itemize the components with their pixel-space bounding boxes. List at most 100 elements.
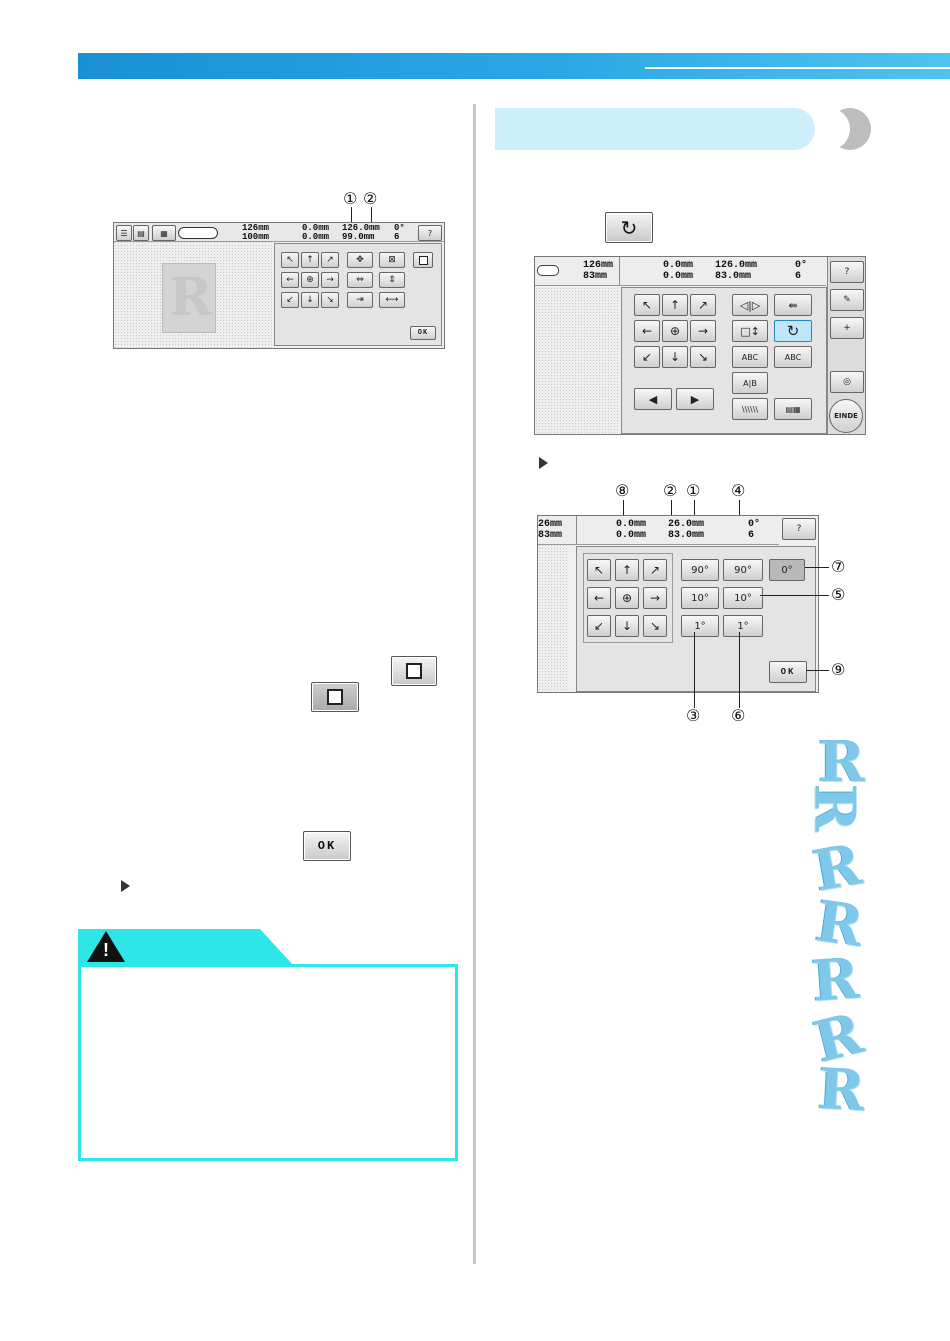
arrow-down-left-icon[interactable]: ↙ xyxy=(281,292,299,308)
reset-angle-button[interactable]: 0° xyxy=(769,559,805,581)
callout-line xyxy=(805,567,829,568)
preview-letter: R xyxy=(169,267,213,328)
dim-height: 126.0mm xyxy=(342,223,380,233)
add-icon[interactable]: + xyxy=(830,317,864,339)
ok-button-small[interactable]: OK xyxy=(410,326,436,340)
reduce-icon[interactable]: ⊠ xyxy=(379,252,405,268)
density-button[interactable] xyxy=(391,656,437,686)
arrow-up-right-icon[interactable]: ↗ xyxy=(321,252,339,268)
resize-icon[interactable]: □↕ xyxy=(732,320,768,342)
arrow-down-right-icon[interactable]: ↘ xyxy=(643,615,667,637)
arrow-right-icon[interactable]: → xyxy=(690,320,716,342)
arrow-group xyxy=(583,553,673,643)
rotate-right-10-button[interactable]: 10° xyxy=(723,587,763,609)
frame-icon[interactable]: ▦ xyxy=(152,225,176,241)
ok-button[interactable]: OK xyxy=(769,661,807,683)
array-text-icon[interactable]: ABC xyxy=(732,346,768,368)
size-height: 126mm xyxy=(242,223,270,233)
caution-box xyxy=(78,964,458,1161)
arrow-down-icon[interactable]: ↓ xyxy=(301,292,319,308)
density-button[interactable] xyxy=(413,252,433,268)
preview-icon[interactable]: ◎ xyxy=(830,371,864,393)
arrow-down-right-icon[interactable]: ↘ xyxy=(321,292,339,308)
help-icon[interactable]: ? xyxy=(418,225,442,241)
density-icon[interactable]: \\\\\\ xyxy=(732,398,768,420)
info-bar xyxy=(576,516,779,545)
arrow-right-icon[interactable]: → xyxy=(643,587,667,609)
help-icon[interactable]: ? xyxy=(782,518,816,540)
arrow-up-icon[interactable]: ↑ xyxy=(301,252,319,268)
arrow-right-icon[interactable]: → xyxy=(321,272,339,288)
move-left-icon[interactable]: ◀ xyxy=(634,388,672,410)
shrink-width-icon[interactable]: ⇥ xyxy=(347,292,373,308)
preview-image: R xyxy=(162,263,216,333)
shrink-height-icon[interactable]: ⟷ xyxy=(379,292,405,308)
callout-line xyxy=(739,632,740,708)
rotate-button[interactable]: ↻ xyxy=(605,212,653,243)
callout-3: ③ xyxy=(686,706,701,725)
section-heading-tab xyxy=(495,108,815,150)
rotate-icon[interactable]: ↻ xyxy=(774,320,812,342)
rotate-right-1-button[interactable]: 1° xyxy=(723,615,763,637)
design-icon[interactable]: ▤ xyxy=(133,225,149,241)
size-icon[interactable]: ⇚ xyxy=(774,294,812,316)
arrow-down-left-icon[interactable]: ↙ xyxy=(587,615,611,637)
rotate-left-90-button[interactable]: 90° xyxy=(681,559,719,581)
callout-2: ② xyxy=(363,189,378,208)
dim-height: 126.0mm xyxy=(715,260,758,271)
arrow-up-left-icon[interactable]: ↖ xyxy=(281,252,299,268)
help-icon[interactable]: ? xyxy=(830,261,864,283)
size-bar xyxy=(538,516,576,545)
arrow-up-icon[interactable]: ↑ xyxy=(662,294,688,316)
edit-panel: ↖ ↑ ↗ ← ⊕ → ↙ ↓ ↘ ◀ ▶ ◁|▷ ⇚ □↕ ↻ ABC ABC… xyxy=(621,287,827,434)
edit-icon[interactable]: ✎ xyxy=(830,289,864,311)
arrow-up-icon[interactable]: ↑ xyxy=(615,559,639,581)
pos-horizontal: 0.0mm xyxy=(302,232,330,242)
center-icon[interactable]: ⊕ xyxy=(301,272,319,288)
section-heading-cap xyxy=(815,108,871,150)
ok-button[interactable]: OK xyxy=(303,831,351,861)
square-icon xyxy=(406,663,422,679)
hoop-icon xyxy=(178,227,218,239)
center-icon[interactable]: ⊕ xyxy=(662,320,688,342)
arrow-down-icon[interactable]: ↓ xyxy=(662,346,688,368)
callout-line xyxy=(351,207,352,233)
arrow-up-left-icon[interactable]: ↖ xyxy=(634,294,660,316)
move-right-icon[interactable]: ▶ xyxy=(676,388,714,410)
size-width: 100mm xyxy=(242,232,270,242)
density-button-pressed[interactable] xyxy=(311,682,359,712)
enlarge-icon[interactable]: ✥ xyxy=(347,252,373,268)
arrow-down-left-icon[interactable]: ↙ xyxy=(634,346,660,368)
arrow-down-icon[interactable]: ↓ xyxy=(615,615,639,637)
rotate-right-90-button[interactable]: 90° xyxy=(723,559,763,581)
center-icon[interactable]: ⊕ xyxy=(615,587,639,609)
header-bar xyxy=(78,53,950,79)
pos-vertical: 0.0mm xyxy=(302,223,330,233)
pos-vertical: 0.0mm xyxy=(663,260,694,271)
arrow-left-icon[interactable]: ← xyxy=(634,320,660,342)
arrow-down-right-icon[interactable]: ↘ xyxy=(690,346,716,368)
callout-5: ⑤ xyxy=(831,585,846,604)
mirror-icon[interactable]: ◁|▷ xyxy=(732,294,768,316)
callout-8: ⑧ xyxy=(615,481,630,500)
callout-7: ⑦ xyxy=(831,557,846,576)
dim-width: 83.0mm xyxy=(668,530,705,541)
einde-button[interactable]: EINDE xyxy=(829,399,863,433)
repeat-icon[interactable]: A|B xyxy=(732,372,768,394)
stretch-width-icon[interactable]: ⇔ xyxy=(347,272,373,288)
callout-line xyxy=(806,670,829,671)
rotate-left-10-button[interactable]: 10° xyxy=(681,587,719,609)
list-icon[interactable]: ☰ xyxy=(116,225,132,241)
arrow-up-right-icon[interactable]: ↗ xyxy=(643,559,667,581)
stretch-height-icon[interactable]: ⇕ xyxy=(379,272,405,288)
rotate-left-1-button[interactable]: 1° xyxy=(681,615,719,637)
arrow-up-left-icon[interactable]: ↖ xyxy=(587,559,611,581)
arrow-left-icon[interactable]: ← xyxy=(587,587,611,609)
callout-line xyxy=(760,595,829,596)
color-icon[interactable]: ▤▦ xyxy=(774,398,812,420)
arrow-left-icon[interactable]: ← xyxy=(281,272,299,288)
arrow-up-right-icon[interactable]: ↗ xyxy=(690,294,716,316)
size-width: 83mm xyxy=(583,271,608,282)
text-spacing-icon[interactable]: ABC xyxy=(774,346,812,368)
screen-rotate: 26mm 83mm 0.0mm 0.0mm 26.0mm 83.0mm 0° 6… xyxy=(537,515,819,693)
